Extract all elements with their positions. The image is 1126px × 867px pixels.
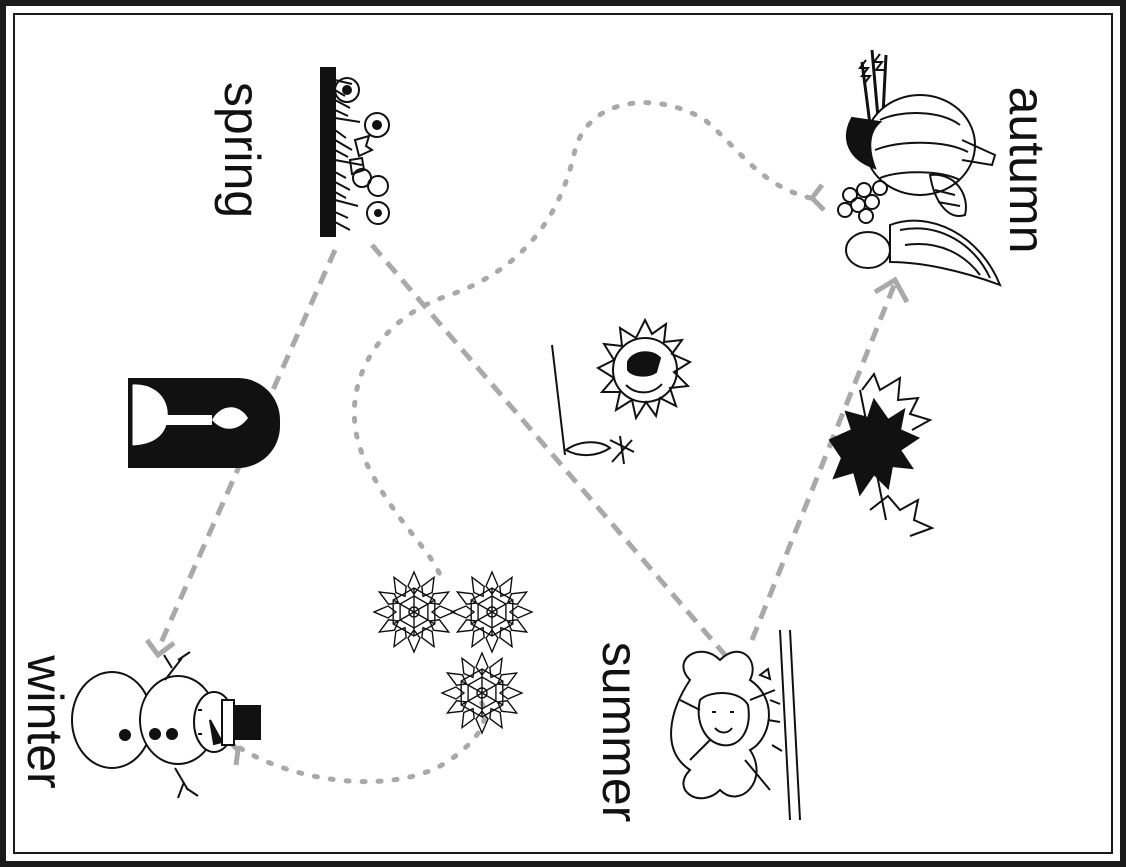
dotted-arrowhead-autumn	[808, 183, 826, 212]
snowflake-icon	[451, 571, 533, 653]
maple-leaves-icon	[828, 371, 935, 537]
label-winter: winter	[17, 654, 73, 788]
label-spring: spring	[214, 82, 270, 218]
snowflake-icon	[373, 571, 455, 653]
arrow-summer-to-autumn	[749, 282, 898, 641]
label-summer: summer	[592, 642, 648, 823]
arrow-heads	[144, 276, 910, 659]
candle-icon	[128, 378, 281, 468]
sun-icon	[551, 317, 693, 465]
arrowhead-autumn	[873, 276, 910, 304]
arrowhead-winter	[144, 638, 176, 659]
inner-frame	[13, 13, 1113, 854]
snowman-icon	[71, 651, 261, 799]
harvest-cornucopia-icon	[837, 49, 1002, 287]
snowflakes-icon	[373, 571, 533, 734]
flower-garden-icon	[320, 67, 390, 237]
arrow-spring-to-summer	[370, 243, 727, 657]
kid-splashing-icon	[670, 629, 801, 821]
label-autumn: autumn	[999, 87, 1055, 254]
dotted-path	[237, 100, 813, 785]
